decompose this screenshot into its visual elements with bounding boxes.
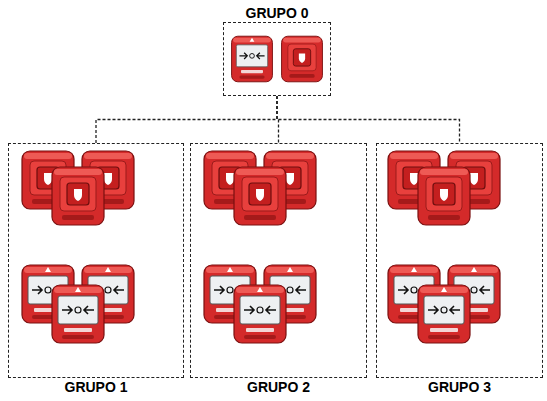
group-box: GRUPO 2 <box>190 143 367 378</box>
group-box: GRUPO 0 <box>223 22 331 96</box>
dashed-connector <box>277 96 460 143</box>
dashed-connector <box>96 96 277 143</box>
group-label: GRUPO 2 <box>247 379 310 395</box>
group-label: GRUPO 1 <box>64 379 127 395</box>
group-label: GRUPO 3 <box>428 379 491 395</box>
group-box: GRUPO 3 <box>376 143 543 378</box>
group-label: GRUPO 0 <box>245 5 308 21</box>
group-box: GRUPO 1 <box>8 143 184 378</box>
